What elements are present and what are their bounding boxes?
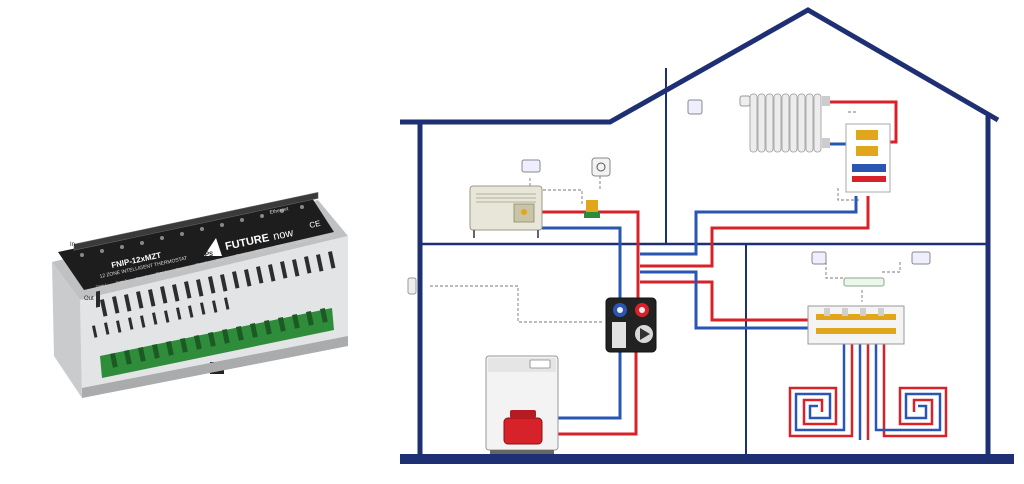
zone-label: Zone 3 (135, 275, 147, 281)
underfloor-manifold-icon (807, 277, 905, 345)
room-thermostat-icon (811, 251, 827, 265)
zone-label: Zone 8 (235, 252, 247, 258)
convector-heater-icon (469, 185, 543, 238)
zone-label: Zone 2 (115, 279, 127, 285)
device-top-panel (58, 198, 334, 290)
pipes (542, 100, 898, 436)
boiler-icon (485, 355, 559, 454)
zone-label: Zone 9 (255, 248, 267, 254)
radiator-icon (749, 93, 830, 153)
temperature-sensor-icon (739, 95, 751, 107)
room-thermostat-icon (911, 251, 931, 265)
terminal-strip-green (100, 308, 334, 378)
temperature-sensor-icon (521, 159, 541, 173)
zone-label: Zone 10 (275, 242, 289, 249)
ce-mark: CE (309, 219, 322, 230)
zone-label: Zone 11 (295, 238, 308, 245)
mixing-valve-icon (584, 200, 600, 218)
ethernet-label: Ethernet (269, 206, 289, 216)
zone-label: Zone 5 (175, 266, 187, 272)
room-thermostat-icon (591, 157, 611, 177)
thermostat-controller: PS FUTURE now CE FNIP-12xMZT 12 ZONE INT… (52, 192, 348, 398)
logo-letters: PS (205, 252, 213, 258)
ground-slab (400, 454, 1014, 464)
zone-label: Zone 7 (215, 257, 227, 263)
brand-now: now (272, 227, 294, 243)
wall-sensor-icon (407, 277, 417, 295)
pump-group-icon (605, 297, 657, 353)
zone-label: Zone 12 (315, 234, 329, 241)
port-in-label: In (70, 242, 75, 248)
brand-logo-icon (204, 238, 222, 256)
control-wiring (430, 111, 901, 323)
roof-line (400, 7, 1000, 125)
house (400, 7, 1014, 464)
terminal-row-top (73, 192, 319, 251)
zone-label: Zone 6 (195, 261, 207, 267)
distribution-manifold-icon (845, 123, 891, 193)
underfloor-heating-loop-icon (788, 340, 948, 440)
zone-label: Zone 4 (155, 270, 167, 276)
room-thermostat-icon (687, 99, 703, 115)
zone-label: Zone 1 (95, 283, 107, 289)
vent-slots (96, 290, 100, 308)
port-out-label: Out (84, 296, 94, 302)
